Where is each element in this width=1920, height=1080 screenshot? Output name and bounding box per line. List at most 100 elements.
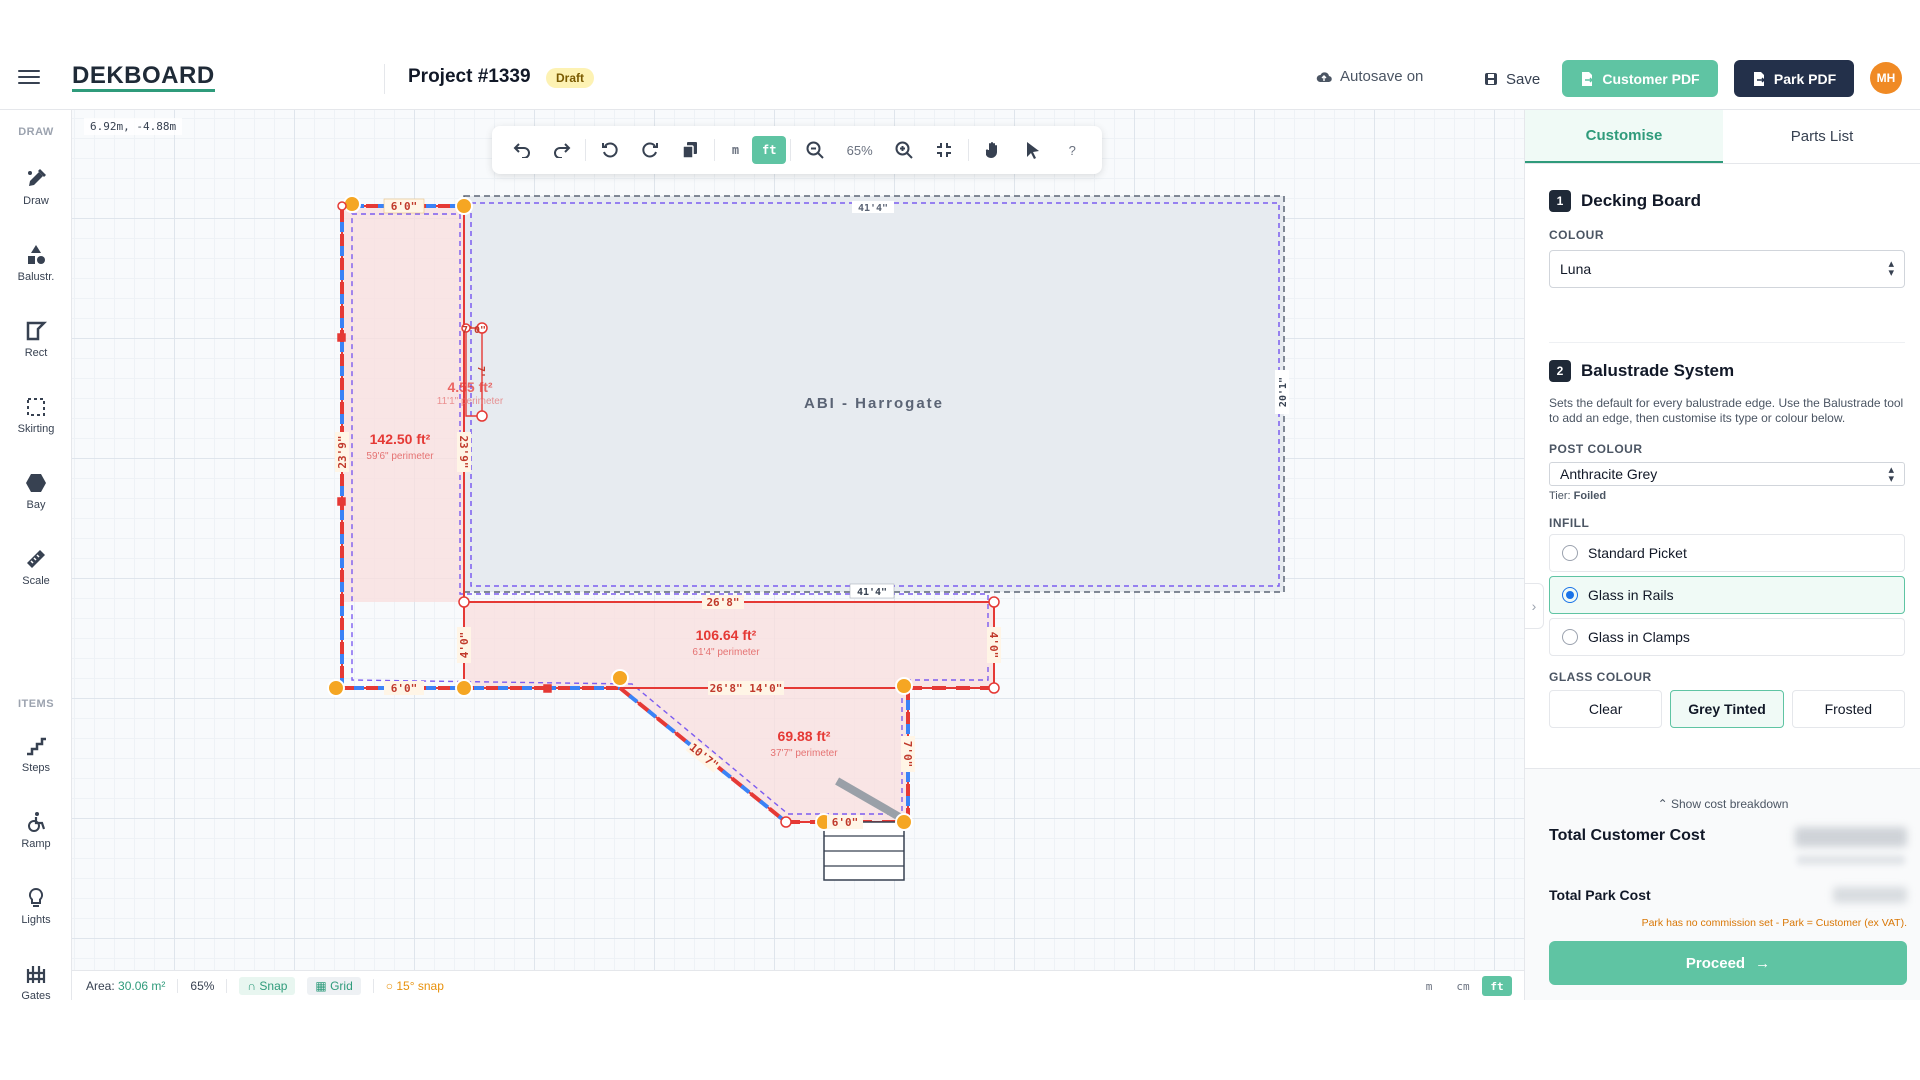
deck-drawing[interactable]: 6'0" 41'4" 41'4" 20'1" 23'9" 23'9" 26'8"…	[72, 110, 1524, 970]
tool-skirting[interactable]: Skirting	[6, 386, 66, 444]
status-divider	[226, 978, 228, 993]
save-icon	[1485, 73, 1497, 85]
tool-gates[interactable]: Gates	[6, 953, 66, 1011]
file-export-icon	[1753, 71, 1765, 86]
status-unit-cm[interactable]: cm	[1456, 979, 1470, 993]
user-avatar[interactable]: MH	[1870, 62, 1902, 94]
panel-collapse-chevron-icon[interactable]: ›	[1524, 583, 1544, 629]
cloud-upload-icon	[1316, 71, 1332, 82]
dim-building-bottom: 41'4"	[849, 583, 895, 599]
deck-section-stairs[interactable]	[620, 688, 908, 822]
tier-label: Tier:	[1549, 490, 1571, 502]
dim-small-b: 7'	[475, 366, 486, 378]
tool-scale[interactable]: Scale	[6, 538, 66, 596]
option-label: Standard Picket	[1588, 545, 1687, 561]
show-cost-breakdown-toggle[interactable]: ⌃ Show cost breakdown	[1525, 797, 1920, 811]
rotate-left-icon[interactable]	[590, 134, 630, 166]
dim-lower-top: 26'8"	[702, 595, 744, 609]
snap-toggle[interactable]: ∩ Snap	[239, 976, 296, 995]
glass-clear-button[interactable]: Clear	[1549, 690, 1663, 728]
park-pdf-label: Park PDF	[1773, 70, 1837, 87]
total-customer-value-redacted	[1795, 827, 1907, 847]
park-pdf-button[interactable]: Park PDF	[1734, 60, 1854, 97]
customer-pdf-button[interactable]: Customer PDF	[1562, 60, 1718, 97]
tier-value: Foiled	[1573, 490, 1607, 502]
zoom-level: 65%	[846, 142, 873, 158]
dim-stair-bottom: 6'0"	[827, 815, 863, 829]
angle-snap-label: 15° snap	[396, 978, 444, 993]
project-title: Project #1339	[408, 66, 531, 87]
unit-m-button[interactable]: m	[731, 143, 740, 157]
area-perimeter: 61'4" perimeter	[692, 647, 760, 658]
cursor-coordinates: 6.92m, -4.88m	[84, 118, 183, 135]
tool-steps[interactable]: Steps	[6, 725, 66, 783]
post-colour-label: POST COLOUR	[1549, 442, 1643, 456]
deck-section-middle[interactable]	[464, 602, 994, 688]
dim-text: 6'0"	[391, 682, 418, 695]
cost-summary: ⌃ Show cost breakdown Total Customer Cos…	[1525, 768, 1920, 1000]
dim-text: 41'4"	[858, 203, 888, 214]
copy-icon[interactable]	[670, 134, 710, 166]
infill-option-glass-in-rails[interactable]: Glass in Rails	[1549, 576, 1905, 614]
tier-info: Tier: Foiled	[1549, 490, 1905, 502]
help-icon[interactable]: ?	[1068, 142, 1076, 158]
proceed-button[interactable]: Proceed →	[1549, 941, 1907, 985]
deck-section-left[interactable]	[342, 206, 464, 602]
toolbar-divider	[967, 139, 969, 161]
rotate-right-icon[interactable]	[630, 134, 670, 166]
glass-frosted-button[interactable]: Frosted	[1791, 690, 1905, 728]
dim-lower-right: 4'0"	[987, 627, 1001, 663]
angle-snap-toggle[interactable]: ○ 15° snap	[385, 978, 444, 993]
post-colour-select[interactable]: Anthracite Grey ▴▾	[1549, 462, 1905, 486]
dim-text: 26'8"	[706, 596, 739, 609]
tab-parts-list[interactable]: Parts List	[1790, 128, 1854, 145]
status-unit-m[interactable]: m	[1425, 979, 1433, 993]
app-logo: DEKBOARD	[72, 64, 215, 92]
app-window: DEKBOARD Project #1339 Draft Autosave on…	[0, 48, 1920, 1002]
tool-label: Rect	[24, 347, 48, 359]
undo-icon[interactable]	[502, 134, 542, 166]
zoom-in-icon[interactable]	[884, 134, 924, 166]
decking-colour-select[interactable]: Luna ▴▾	[1549, 250, 1905, 288]
building-footprint[interactable]	[463, 195, 1285, 593]
hamburger-menu-icon[interactable]	[18, 66, 40, 88]
fit-screen-icon[interactable]	[924, 134, 964, 166]
tool-lights[interactable]: Lights	[6, 877, 66, 935]
tab-customise[interactable]: Customise	[1525, 110, 1723, 163]
steps-item[interactable]	[823, 777, 905, 881]
tool-rect[interactable]: Rect	[6, 310, 66, 368]
glass-grey-tinted-button[interactable]: Grey Tinted	[1670, 690, 1784, 728]
save-button[interactable]: Save	[1472, 62, 1552, 96]
total-park-value-redacted	[1833, 887, 1907, 903]
dim-text: 23'9"	[336, 435, 349, 468]
select-pointer-icon[interactable]	[1013, 134, 1053, 166]
zoom-out-icon[interactable]	[795, 134, 835, 166]
area-labels: 142.50 ft² 59'6" perimeter 4.55 ft² 11'1…	[366, 379, 838, 759]
park-commission-note: Park has no commission set - Park = Cust…	[1641, 917, 1907, 929]
balustrade-heading: 2 Balustrade System	[1549, 360, 1905, 382]
tool-balustrade[interactable]: Balustr.	[6, 234, 66, 292]
infill-option-standard-picket[interactable]: Standard Picket	[1549, 534, 1905, 572]
tool-draw[interactable]: Draw	[6, 158, 66, 216]
balustrade-section: 2 Balustrade System Sets the default for…	[1549, 360, 1905, 728]
autosave-indicator[interactable]: Autosave on	[1316, 68, 1423, 85]
tool-label: Gates	[21, 990, 51, 1002]
balustrade-description: Sets the default for every balustrade ed…	[1549, 396, 1904, 425]
items-section-title: ITEMS	[17, 698, 55, 710]
infill-option-glass-in-clamps[interactable]: Glass in Clamps	[1549, 618, 1905, 656]
grid-toggle[interactable]: ▦ Grid	[307, 976, 361, 995]
redo-icon[interactable]	[542, 134, 582, 166]
pan-hand-icon[interactable]	[973, 134, 1013, 166]
status-unit-ft[interactable]: ft	[1482, 976, 1512, 996]
design-canvas[interactable]: 6.92m, -4.88m	[72, 110, 1524, 970]
section-divider	[1549, 342, 1905, 343]
edge-handles[interactable]	[337, 201, 1000, 828]
show-breakdown-label: Show cost breakdown	[1671, 797, 1789, 811]
tool-bay[interactable]: Bay	[6, 462, 66, 520]
dim-text: 20'1"	[1278, 377, 1289, 407]
unit-ft-button[interactable]: ft	[752, 136, 787, 164]
tool-label: Scale	[22, 575, 50, 587]
tool-ramp[interactable]: Ramp	[6, 801, 66, 859]
tool-label: Draw	[23, 195, 49, 207]
dimension-labels: 6'0" 41'4" 41'4" 20'1" 23'9" 23'9" 26'8"…	[335, 198, 1289, 829]
